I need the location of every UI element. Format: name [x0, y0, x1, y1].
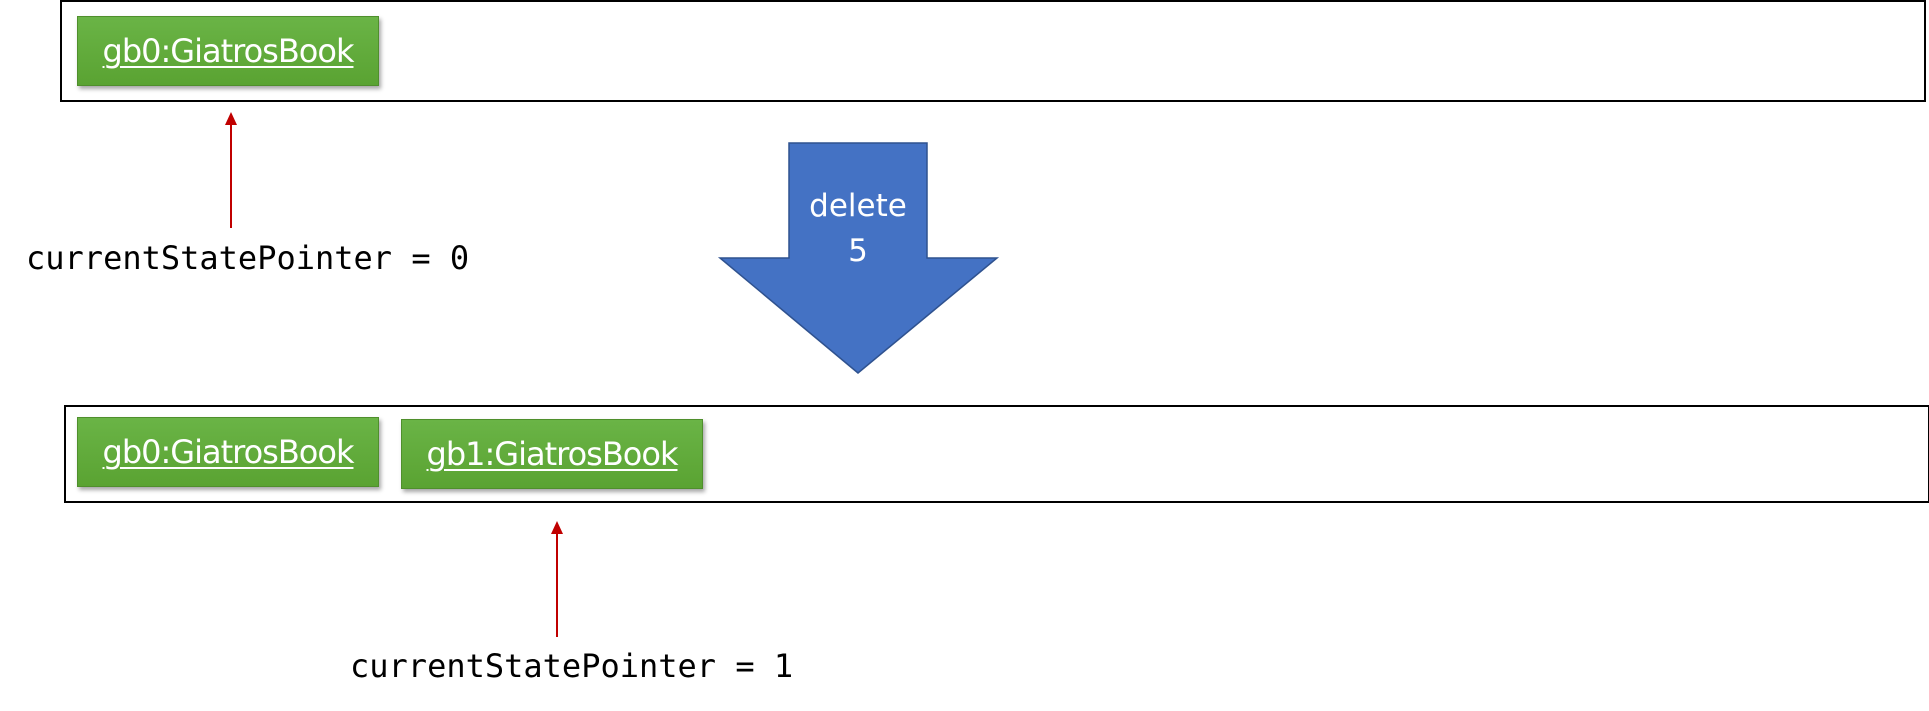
command-label-name: delete: [809, 188, 907, 224]
pointer-arrowhead-before: [225, 112, 237, 125]
command-label-argument: 5: [848, 233, 868, 269]
state-box-gb1-after: gb1:GiatrosBook: [401, 419, 703, 489]
current-state-pointer-label-after: currentStatePointer = 1: [350, 647, 794, 685]
current-state-pointer-label-before: currentStatePointer = 0: [26, 239, 470, 277]
state-box-gb0-after: gb0:GiatrosBook: [77, 417, 379, 487]
pointer-arrowhead-after: [551, 521, 563, 534]
state-box-gb0-before: gb0:GiatrosBook: [77, 16, 379, 86]
